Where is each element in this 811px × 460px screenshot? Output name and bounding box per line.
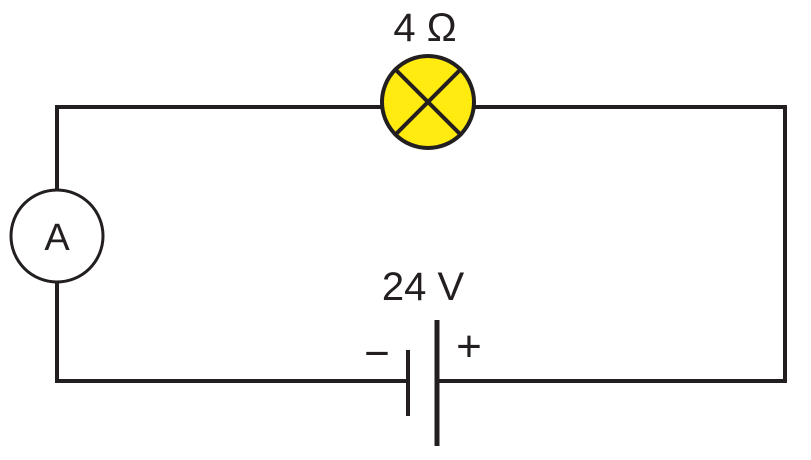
cell-icon: [406, 320, 440, 446]
ammeter-icon: [9, 188, 105, 284]
ammeter-label: A: [44, 217, 70, 259]
battery: 24 V − +: [364, 265, 482, 446]
battery-negative-sign: −: [364, 329, 390, 378]
lamp-resistance-label: 4 Ω: [393, 6, 456, 50]
battery-voltage-label: 24 V: [382, 265, 465, 309]
ammeter: A: [9, 188, 105, 284]
lamp-cross-line-2: [392, 66, 464, 138]
circuit-wires: [55, 105, 787, 383]
lamp: 4 Ω: [380, 6, 476, 150]
battery-positive-sign: +: [456, 322, 482, 371]
